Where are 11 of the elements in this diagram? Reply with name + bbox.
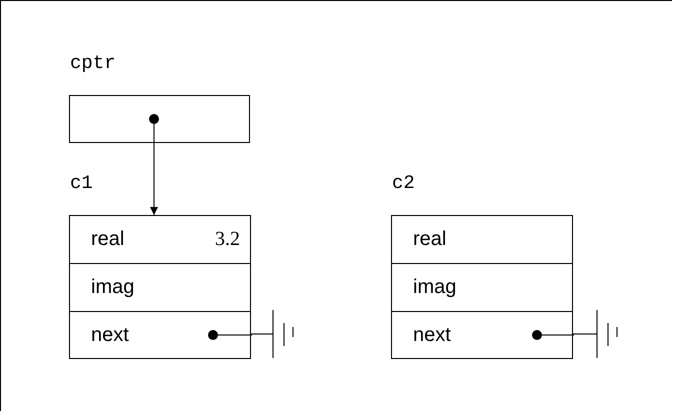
field-value: 3.2 <box>215 227 240 251</box>
field-name: imag <box>413 275 456 299</box>
field-name: real <box>413 227 446 251</box>
variable-name: c1 <box>70 172 93 194</box>
field-name: next <box>413 323 451 347</box>
field-name: real <box>91 227 124 251</box>
pointer-arrow <box>149 114 159 216</box>
variable-name: c2 <box>392 172 415 194</box>
variable-name: cptr <box>70 52 116 74</box>
field-name: next <box>91 323 129 347</box>
field-name: imag <box>91 275 134 299</box>
